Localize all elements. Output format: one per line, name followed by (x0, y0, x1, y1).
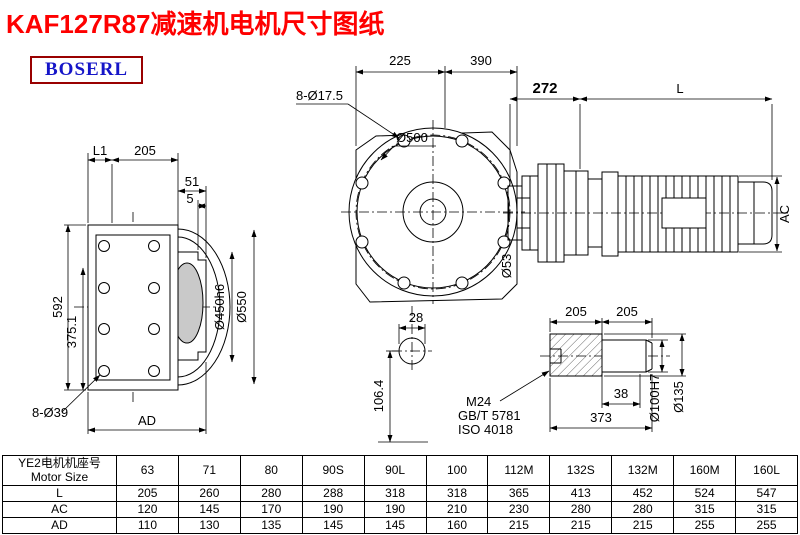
table-cell: 230 (487, 501, 551, 518)
dim-label-375: 375.1 (64, 316, 79, 349)
front-view (296, 66, 531, 443)
column-header: 63 (116, 455, 179, 486)
column-header: 71 (177, 455, 241, 486)
dim-label-m24: M24 (466, 394, 491, 409)
page-title: KAF127R87减速机电机尺寸图纸 (6, 9, 385, 39)
table-cell: 160 (425, 517, 489, 534)
dim-label-5: 5 (186, 191, 193, 206)
dim-label-l1: L1 (93, 143, 107, 158)
table-cell: 135 (239, 517, 303, 534)
dim-label-l: L (676, 81, 683, 96)
table-cell: 255 (673, 517, 737, 534)
table-row-l: L 205 260 280 288 318 318 365 413 452 52… (2, 485, 798, 502)
column-header: 132S (549, 455, 613, 486)
dim-label-373: 373 (590, 410, 612, 425)
dim-label-225: 225 (389, 53, 411, 68)
table-row-ad: AD 110 130 135 145 145 160 215 215 215 2… (2, 517, 798, 534)
dim-label-8xd17: 8-Ø17.5 (296, 88, 343, 103)
dim-label-205: 205 (134, 143, 156, 158)
drawing-geometry (61, 66, 790, 443)
table-cell: 280 (239, 485, 303, 502)
motor-view (503, 96, 790, 263)
table-cell: 190 (363, 501, 427, 518)
dim-label-d53: Ø53 (499, 254, 514, 279)
row-label: L (2, 485, 117, 502)
table-header-motor-size: YE2电机机座号 Motor Size (2, 455, 117, 486)
dim-label-38: 38 (614, 386, 628, 401)
dim-label-8xd39: 8-Ø39 (32, 405, 68, 420)
table-cell: 413 (549, 485, 613, 502)
column-header: 90S (301, 455, 365, 486)
column-header: 100 (425, 455, 489, 486)
column-header: 160M (673, 455, 737, 486)
table-cell: 547 (735, 485, 798, 502)
table-header-cn: YE2电机机座号 (18, 455, 101, 470)
table-cell: 315 (673, 501, 737, 518)
dim-label-272: 272 (532, 80, 557, 97)
column-header: 160L (735, 455, 798, 486)
table-cell: 255 (735, 517, 798, 534)
column-header: 132M (611, 455, 675, 486)
column-header: 90L (363, 455, 427, 486)
brand-logo: BOSERL (30, 56, 144, 84)
dim-label-28: 28 (409, 310, 423, 325)
table-cell: 145 (363, 517, 427, 534)
table-cell: 288 (301, 485, 365, 502)
left-view (61, 153, 257, 434)
dimension-labels: L1 205 51 5 592 375.1 8-Ø39 AD Ø450h6 Ø5… (32, 53, 792, 437)
motor-size-table: YE2电机机座号 Motor Size 63 71 80 90S 90L 100… (2, 455, 798, 534)
table-cell: 170 (239, 501, 303, 518)
technical-drawing: L1 205 51 5 592 375.1 8-Ø39 AD Ø450h6 Ø5… (32, 53, 792, 443)
table-cell: 205 (116, 485, 179, 502)
table-cell: 280 (549, 501, 613, 518)
table-cell: 120 (116, 501, 179, 518)
shaft-detail (499, 318, 686, 432)
dim-label-d550: Ø550 (234, 291, 249, 323)
table-cell: 318 (363, 485, 427, 502)
table-cell: 215 (487, 517, 551, 534)
table-cell: 215 (611, 517, 675, 534)
table-cell: 190 (301, 501, 365, 518)
dim-label-106: 106.4 (371, 380, 386, 413)
dim-label-ac: AC (777, 205, 792, 223)
dim-label-205a: 205 (565, 304, 587, 319)
dim-label-d450: Ø450h6 (212, 284, 227, 330)
table-cell: 365 (487, 485, 551, 502)
table-cell: 130 (177, 517, 241, 534)
row-label: AC (2, 501, 117, 518)
table-cell: 452 (611, 485, 675, 502)
dim-label-51: 51 (185, 174, 199, 189)
column-header: 112M (487, 455, 551, 486)
table-cell: 145 (177, 501, 241, 518)
table-cell: 318 (425, 485, 489, 502)
table-header-en: Motor Size (30, 469, 89, 484)
dim-label-iso: ISO 4018 (458, 422, 513, 437)
dim-label-d100: Ø100H7 (647, 374, 662, 422)
table-row-ac: AC 120 145 170 190 190 210 230 280 280 3… (2, 501, 798, 518)
dim-label-390: 390 (470, 53, 492, 68)
table-cell: 524 (673, 485, 737, 502)
dim-label-gbt: GB/T 5781 (458, 408, 521, 423)
table-cell: 110 (116, 517, 179, 534)
dim-label-d500: Ø500 (396, 130, 428, 145)
column-header: 80 (239, 455, 303, 486)
table-cell: 145 (301, 517, 365, 534)
table-header-row: YE2电机机座号 Motor Size 63 71 80 90S 90L 100… (2, 455, 798, 486)
table-cell: 215 (549, 517, 613, 534)
dim-label-ad: AD (138, 413, 156, 428)
row-label: AD (2, 517, 117, 534)
table-cell: 210 (425, 501, 489, 518)
table-cell: 315 (735, 501, 798, 518)
dim-label-592: 592 (50, 296, 65, 318)
table-cell: 260 (177, 485, 241, 502)
dim-label-205b: 205 (616, 304, 638, 319)
table-cell: 280 (611, 501, 675, 518)
dim-label-d135: Ø135 (671, 381, 686, 413)
